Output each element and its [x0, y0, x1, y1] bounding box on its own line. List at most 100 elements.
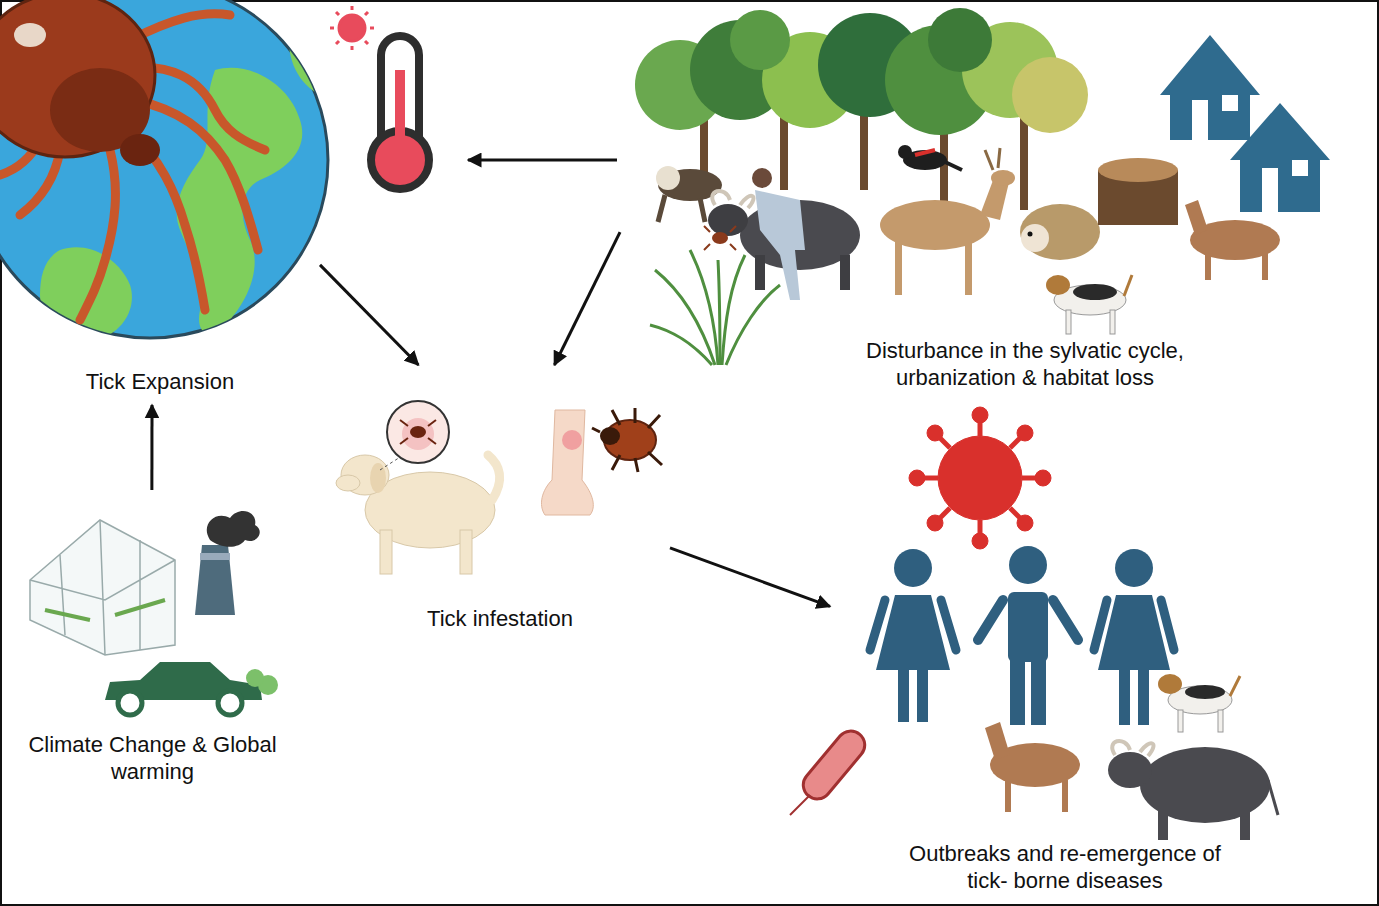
goat-icon-outbreak [1062, 780, 1068, 812]
virus-icon [1017, 515, 1033, 531]
sun-icon [330, 6, 374, 50]
flow-arrow [554, 232, 620, 365]
bird-icon [898, 145, 962, 170]
sun-icon [365, 12, 368, 15]
foot-icon [541, 410, 593, 515]
tick-body [0, 0, 160, 166]
deer-icon [965, 240, 972, 295]
tick-icon-foot [592, 408, 662, 472]
stump-icon [1098, 158, 1178, 225]
caption-group: Tick Expansion [0, 0, 320, 405]
forest-icon [730, 10, 790, 70]
people-icon [870, 600, 956, 650]
greenhouse-icon [30, 520, 175, 655]
person-icon [752, 168, 805, 300]
people-icon [894, 549, 932, 587]
globe-icon [289, 30, 321, 95]
house-icon [1192, 100, 1208, 140]
hedgehog-icon [1028, 232, 1033, 237]
buffalo-icon-outbreak [1240, 810, 1250, 840]
caption-text: Climate Change & Global warming [3, 732, 303, 785]
house-icon [1160, 35, 1330, 212]
grass-icon [726, 285, 780, 365]
dog-icon-outbreak [1230, 676, 1240, 696]
dog-icon-beagle [1110, 310, 1115, 334]
deer-icon [985, 148, 1000, 170]
dog-icon-outbreak [1158, 674, 1240, 732]
house-icon [1292, 160, 1308, 176]
grass-icon [650, 250, 780, 365]
virus-icon [938, 436, 1022, 520]
forest-icon [1012, 57, 1088, 133]
dog-icon-beagle [1073, 284, 1117, 300]
dog-icon-beagle [1066, 310, 1071, 334]
buffalo-icon-outbreak [1112, 741, 1153, 756]
grass-icon [655, 270, 715, 365]
goat-icon-outbreak [985, 722, 1010, 760]
buffalo-icon-outbreak [1108, 741, 1278, 840]
dog-icon-beagle [1046, 275, 1132, 334]
magnifier-icon [402, 418, 434, 450]
buffalo-icon-outbreak [1268, 780, 1278, 815]
people-icon [978, 600, 1078, 640]
tick-icon [135, 100, 258, 250]
dog-icon [370, 463, 386, 493]
sun-icon [351, 6, 354, 10]
sun-icon [339, 15, 365, 41]
tick-icon-small [704, 226, 736, 250]
magnifier-icon [400, 420, 436, 444]
people-icon [1008, 592, 1048, 662]
factory-icon [200, 553, 230, 560]
foot-icon [541, 410, 593, 515]
foot-icon [562, 430, 582, 450]
caption-text: Disturbance in the sylvatic cycle, urban… [820, 338, 1230, 391]
tick-body [120, 134, 160, 166]
sun-icon [330, 27, 334, 30]
goat-icon [1185, 200, 1208, 235]
goat-icon [1262, 252, 1268, 280]
dog-icon-outbreak [1185, 685, 1225, 699]
virus-icon [1017, 425, 1033, 441]
factory-icon [207, 511, 260, 547]
dog-icon [336, 475, 360, 491]
monkey-icon [656, 166, 680, 190]
grass-icon [718, 260, 720, 365]
buffalo-icon-outbreak [1108, 752, 1152, 788]
thermometer-icon [395, 70, 405, 155]
buffalo-icon-outbreak [1158, 810, 1168, 840]
globe-icon [40, 247, 132, 340]
sun-icon [351, 46, 354, 50]
bacteria-icon [790, 795, 810, 815]
factory-icon [195, 511, 260, 615]
virus-icon [909, 407, 1051, 549]
globe-icon [0, 0, 328, 341]
grass-icon [650, 325, 712, 365]
forest-icon [635, 8, 1088, 220]
dog-icon-beagle [1124, 275, 1132, 296]
person-icon [755, 190, 805, 300]
virus-icon [927, 425, 943, 441]
car-icon [218, 691, 242, 715]
deer-icon [895, 240, 902, 295]
dog-icon-beagle [1046, 275, 1070, 295]
caption-group: Climate Change & Global warming [0, 490, 305, 795]
caption-text: Outbreaks and re-emergence of tick- born… [890, 841, 1240, 894]
dog-icon-outbreak [1178, 710, 1183, 732]
car-icon [246, 669, 264, 687]
factory-icon [195, 545, 235, 615]
hedgehog-icon [1021, 224, 1049, 252]
people-icon [1115, 549, 1153, 587]
people-icon [1009, 546, 1047, 584]
greenhouse-icon [45, 600, 165, 620]
people-icon [1094, 600, 1174, 650]
dog-icon [488, 455, 500, 500]
person-icon [752, 168, 772, 188]
house-icon [1160, 35, 1260, 140]
people-icon [1010, 655, 1025, 725]
goat-icon-outbreak [1005, 780, 1011, 812]
buffalo-icon [755, 255, 765, 290]
house-icon [1262, 168, 1278, 212]
greenhouse-icon [30, 520, 175, 655]
